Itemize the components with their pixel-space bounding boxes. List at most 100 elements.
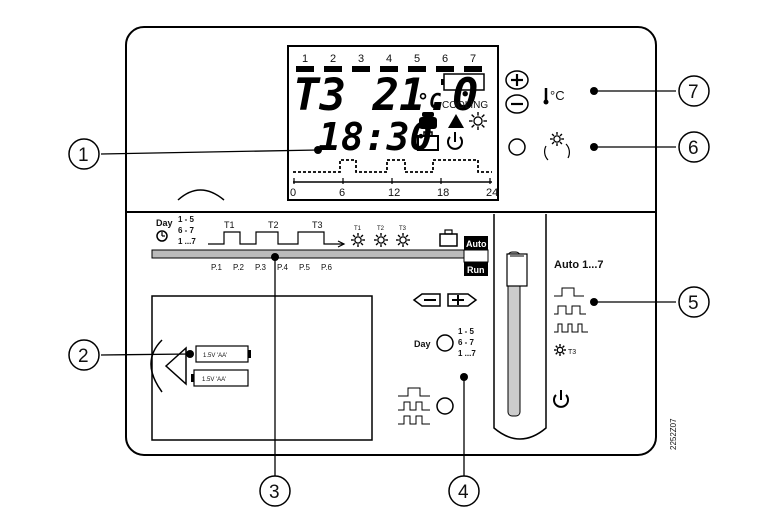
profile-arrow (337, 240, 346, 248)
plus-button[interactable] (505, 70, 529, 90)
slot-label: P.4 (277, 263, 289, 272)
lcd-sun-rays (469, 112, 487, 130)
day-groups: 1 - 56 - 71 ...7 (178, 215, 196, 246)
run-box (464, 262, 488, 276)
profile-label: T2 (268, 220, 279, 230)
battery-indicator-tip (441, 79, 444, 85)
lcd-profile (293, 159, 492, 173)
day-button[interactable] (436, 334, 454, 352)
battery-2-tip (191, 374, 194, 382)
lcd-axis-tick: 18 (437, 187, 449, 199)
lcd-time: 18:30 (318, 115, 432, 159)
clock-icon (156, 230, 168, 242)
mode-list-profile-2 (554, 305, 586, 315)
lcd-axis-tick: 12 (388, 187, 400, 199)
compartment-latch[interactable] (150, 339, 163, 393)
lcd-day-bars (296, 66, 482, 72)
program-copy-icon (398, 387, 430, 397)
callout-4: 4 (448, 475, 480, 507)
svg-text:7: 7 (688, 82, 699, 103)
setpoint-label: T3 (399, 226, 407, 232)
program-profile (208, 231, 344, 245)
insert-arrow-icon (164, 346, 187, 386)
list-sun-rays (554, 344, 566, 356)
svg-text:6: 6 (688, 138, 699, 159)
setpoint-sun-icon (351, 233, 365, 247)
profile-label: T1 (224, 220, 235, 230)
svg-text:1: 1 (78, 145, 89, 166)
mode-button[interactable] (508, 138, 526, 156)
slot-label: P.2 (233, 263, 245, 272)
mode-selector-housing (493, 214, 547, 440)
program-copy-icon-2 (398, 401, 430, 411)
program-slider-track[interactable] (151, 249, 467, 259)
lcd-axis-tick: 6 (339, 187, 345, 199)
lcd-day-bar (436, 66, 454, 72)
lcd-day-number: 2 (330, 53, 336, 65)
lcd-day-bar (380, 66, 398, 72)
mode-list-title: Auto 1...7 (554, 259, 604, 271)
battery-compartment (151, 295, 373, 441)
slot-label: P.1 (211, 263, 223, 272)
doc-code: 2252Z07 (669, 418, 678, 450)
run-label: Run (467, 265, 485, 275)
lcd-temp-unit: °C (417, 89, 441, 113)
profile-labels: T1 T2 T3 (224, 220, 323, 230)
lower-plus-button[interactable] (447, 293, 478, 307)
day-button-group: 1 - 5 (458, 327, 475, 336)
thermometer-icon (543, 88, 549, 105)
sun-icon (469, 112, 487, 130)
setpoint-label: T1 (354, 226, 362, 232)
day-button-groups: 1 - 5 6 - 7 1 ...7 (458, 327, 476, 358)
battery-1-label: 1.5V 'AA' (203, 353, 227, 359)
holiday-case-icon (417, 131, 439, 151)
day-group-label: 6 - 7 (178, 226, 195, 235)
day-button-group: 6 - 7 (458, 338, 475, 347)
mode-list-profile-3 (554, 323, 588, 333)
lower-minus-button[interactable] (412, 293, 441, 307)
slot-label: P.6 (321, 263, 333, 272)
auto-box (464, 236, 488, 250)
setpoint-sun-icon (374, 233, 388, 247)
copy-button[interactable] (436, 397, 454, 415)
callout-5: 5 (678, 286, 710, 318)
mode-selector-track[interactable] (507, 251, 521, 417)
day-button-group: 1 ...7 (458, 349, 476, 358)
power-icon (447, 132, 463, 150)
minus-button[interactable] (505, 94, 529, 114)
profile-label: T3 (312, 220, 323, 230)
setpoint-sun-icons: T1 T2 T3 (351, 226, 410, 247)
setpoint-label: T2 (377, 226, 385, 232)
lcd-day-number: 3 (358, 53, 364, 65)
mode-list-t3: T3 (568, 349, 576, 356)
lcd-axis-tick: 0 (290, 187, 296, 199)
mode-list-sun-icon (554, 344, 566, 356)
leader-lines (100, 90, 676, 478)
cycle-arrow-icon-2 (565, 143, 570, 159)
up-triangle-icon (448, 114, 464, 128)
battery-1-tip (248, 350, 251, 358)
lcd-mode-text: COOLING (442, 100, 488, 111)
mode-list-profile-1 (554, 287, 584, 297)
svg-text:4: 4 (458, 482, 469, 503)
lcd-axis-tick: 24 (486, 187, 498, 199)
lcd-day-bar (464, 66, 482, 72)
lcd-day-bar (296, 66, 314, 72)
day-group-label: 1 - 5 (178, 215, 195, 224)
phone-icon (419, 112, 437, 129)
day-label: Day (156, 218, 173, 228)
lcd-day-bar (352, 66, 370, 72)
leader-dots (186, 87, 598, 381)
callout-7: 7 (678, 75, 710, 107)
program-slider-knob[interactable] (463, 249, 489, 263)
mode-selector-knob[interactable] (506, 253, 528, 287)
battery-2-label: 1.5V 'AA' (202, 377, 226, 383)
temp-unit-label: °C (550, 88, 565, 103)
lcd-day-number: 1 (302, 53, 308, 65)
day-button-label: Day (414, 339, 431, 349)
